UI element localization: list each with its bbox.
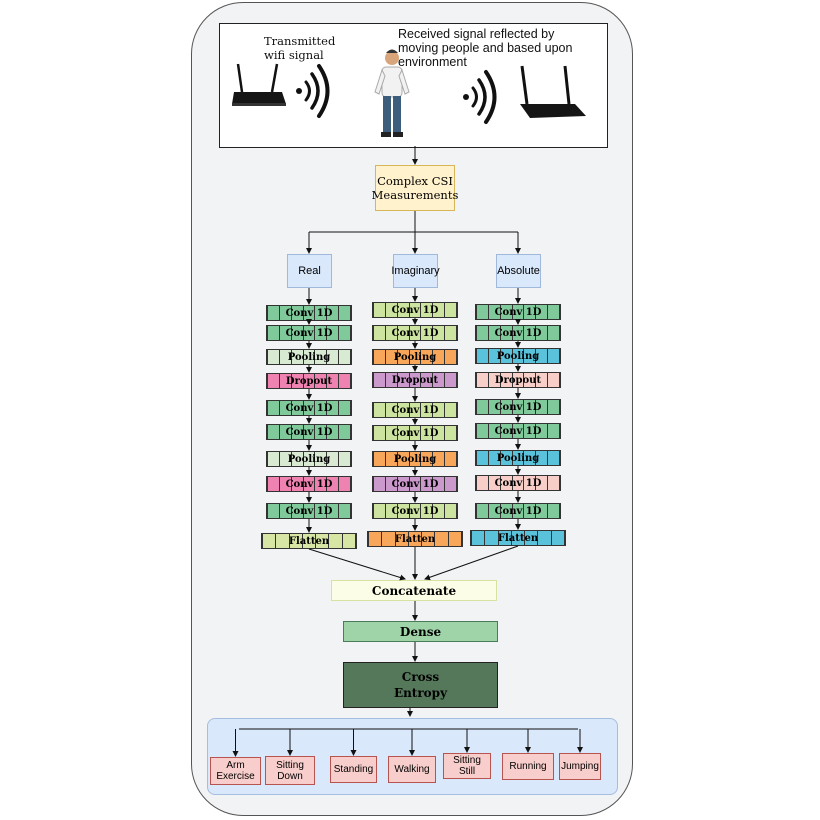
layer-label: Conv 1D — [494, 505, 542, 517]
layer-label: Conv 1D — [285, 478, 333, 490]
layer-conv-1d: Conv 1D — [475, 423, 561, 439]
layer-label: Conv 1D — [494, 425, 542, 437]
layer-label: Conv 1D — [285, 426, 333, 438]
layer-label: Pooling — [496, 452, 540, 464]
layer-conv-1d: Conv 1D — [372, 425, 458, 441]
transmitted-signal-label: Transmitted wifi signal — [264, 34, 336, 62]
cross-entropy-label: Cross Entropy — [393, 670, 448, 700]
output-class-walking: Walking — [388, 756, 436, 783]
layer-flatten: Flatten — [261, 533, 357, 549]
layer-conv-1d: Conv 1D — [372, 476, 458, 492]
layer-conv-1d: Conv 1D — [266, 424, 352, 440]
layer-label: Conv 1D — [494, 327, 542, 339]
layer-label: Flatten — [288, 535, 330, 547]
output-class-jumping: Jumping — [559, 753, 601, 780]
layer-conv-1d: Conv 1D — [372, 503, 458, 519]
layer-label: Pooling — [287, 453, 331, 465]
branch-absolute: Absolute — [496, 254, 541, 288]
dense-label: Dense — [399, 624, 442, 639]
output-class-arm-exercise: Arm Exercise — [210, 757, 261, 785]
layer-conv-1d: Conv 1D — [475, 304, 561, 320]
layer-conv-1d: Conv 1D — [475, 503, 561, 519]
layer-pooling: Pooling — [372, 451, 458, 467]
layer-label: Pooling — [287, 351, 331, 363]
layer-label: Conv 1D — [494, 401, 542, 413]
layer-label: Pooling — [393, 351, 437, 363]
layer-label: Dropout — [494, 374, 542, 386]
layer-conv-1d: Conv 1D — [475, 325, 561, 341]
layer-pooling: Pooling — [372, 349, 458, 365]
layer-pooling: Pooling — [266, 349, 352, 365]
layer-label: Conv 1D — [391, 304, 439, 316]
layer-pooling: Pooling — [475, 348, 561, 364]
receiver-router-icon — [520, 65, 586, 118]
layer-label: Conv 1D — [494, 477, 542, 489]
layer-label: Flatten — [497, 532, 539, 544]
layer-label: Conv 1D — [494, 306, 542, 318]
layer-label: Conv 1D — [391, 404, 439, 416]
layer-flatten: Flatten — [367, 531, 463, 547]
branch-imaginary: Imaginary — [391, 254, 440, 288]
layer-label: Dropout — [391, 374, 439, 386]
layer-conv-1d: Conv 1D — [266, 503, 352, 519]
complex-csi-box: Complex CSI Measurements — [372, 165, 458, 211]
layer-pooling: Pooling — [475, 450, 561, 466]
layer-label: Conv 1D — [285, 307, 333, 319]
concatenate-layer: Concatenate — [331, 580, 497, 601]
layer-pooling: Pooling — [266, 451, 352, 467]
concatenate-label: Concatenate — [371, 583, 457, 598]
layer-conv-1d: Conv 1D — [372, 302, 458, 318]
output-class-standing: Standing — [330, 756, 377, 783]
layer-conv-1d: Conv 1D — [266, 305, 352, 321]
layer-conv-1d: Conv 1D — [266, 476, 352, 492]
layer-label: Conv 1D — [391, 427, 439, 439]
layer-label: Flatten — [394, 533, 436, 545]
layer-conv-1d: Conv 1D — [475, 399, 561, 415]
person-icon — [374, 49, 410, 137]
layer-label: Conv 1D — [391, 505, 439, 517]
layer-label: Pooling — [496, 350, 540, 362]
transmitter-router-icon — [232, 63, 286, 106]
received-wave-icon — [463, 70, 497, 124]
received-signal-label: Received signal reflected by moving peop… — [398, 27, 573, 69]
layer-conv-1d: Conv 1D — [266, 400, 352, 416]
layer-conv-1d: Conv 1D — [372, 402, 458, 418]
output-class-sitting-still: Sitting Still — [443, 753, 491, 779]
layer-conv-1d: Conv 1D — [475, 475, 561, 491]
layer-label: Conv 1D — [391, 478, 439, 490]
layer-dropout: Dropout — [372, 372, 458, 388]
layer-label: Conv 1D — [285, 327, 333, 339]
transmitted-wave-icon — [296, 64, 330, 118]
wifi-scene: Transmitted wifi signal Received signal … — [219, 23, 608, 148]
output-class-sitting-down: Sitting Down — [265, 756, 315, 785]
layer-flatten: Flatten — [470, 530, 566, 546]
layer-label: Dropout — [285, 375, 333, 387]
layer-label: Conv 1D — [285, 402, 333, 414]
dense-layer: Dense — [343, 621, 498, 642]
branch-real: Real — [287, 254, 332, 288]
layer-label: Conv 1D — [285, 505, 333, 517]
output-class-running: Running — [502, 753, 554, 780]
layer-label: Conv 1D — [391, 327, 439, 339]
scene-art — [232, 49, 586, 137]
layer-dropout: Dropout — [475, 372, 561, 388]
layer-conv-1d: Conv 1D — [266, 325, 352, 341]
layer-conv-1d: Conv 1D — [372, 325, 458, 341]
layer-label: Pooling — [393, 453, 437, 465]
layer-dropout: Dropout — [266, 373, 352, 389]
cross-entropy-layer: Cross Entropy — [343, 662, 498, 708]
